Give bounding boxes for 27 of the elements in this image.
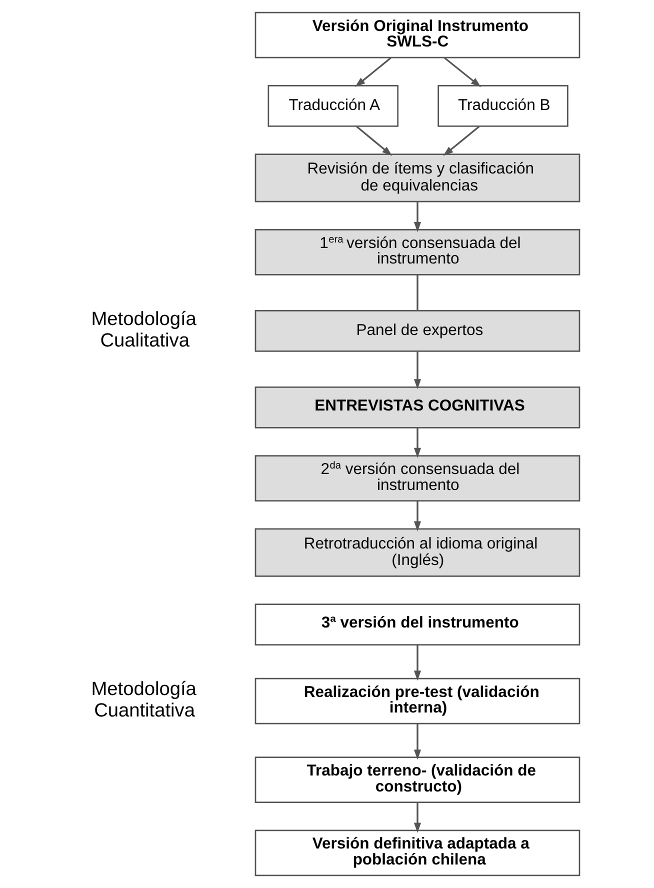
arrow <box>413 352 421 390</box>
connector <box>416 275 418 310</box>
label: Metodología Cuantitativa <box>90 678 196 722</box>
node-box: Versión definitiva adaptada a población chilena <box>254 830 580 876</box>
label: Metodología Cualitativa <box>90 308 196 352</box>
node-box: 1$^{era}$ versión consensuada del instrumento <box>254 229 580 276</box>
node-box: Revisión de ítems y clasificación de equivalencias <box>254 154 580 202</box>
node-box: 3ª versión del instrumento <box>254 604 580 646</box>
node-box: Panel de expertos <box>254 310 580 352</box>
arrow <box>413 202 421 232</box>
node-box: Traducción A <box>267 85 398 127</box>
arrow <box>413 645 421 681</box>
node-box: Trabajo terreno- (validación de constructo) <box>254 756 580 803</box>
arrow <box>354 57 391 87</box>
node-box: Retrotraducción al idioma original (Inglés) <box>254 528 580 577</box>
arrow <box>413 501 421 532</box>
node-box: Realización pre-test (validación interna) <box>254 678 580 724</box>
arrow <box>444 57 480 88</box>
arrow <box>442 126 480 156</box>
node-box: Traducción B <box>437 85 568 127</box>
arrow <box>356 126 392 156</box>
node-box: Versión Original Instrumento SWLS-C <box>254 12 580 58</box>
arrow <box>413 428 421 458</box>
node-box: ENTREVISTAS COGNITIVAS <box>254 386 580 428</box>
arrow <box>413 724 421 760</box>
arrow <box>413 802 421 833</box>
node-box: 2$^{da}$ versión consensuada del instrumento <box>254 455 580 502</box>
